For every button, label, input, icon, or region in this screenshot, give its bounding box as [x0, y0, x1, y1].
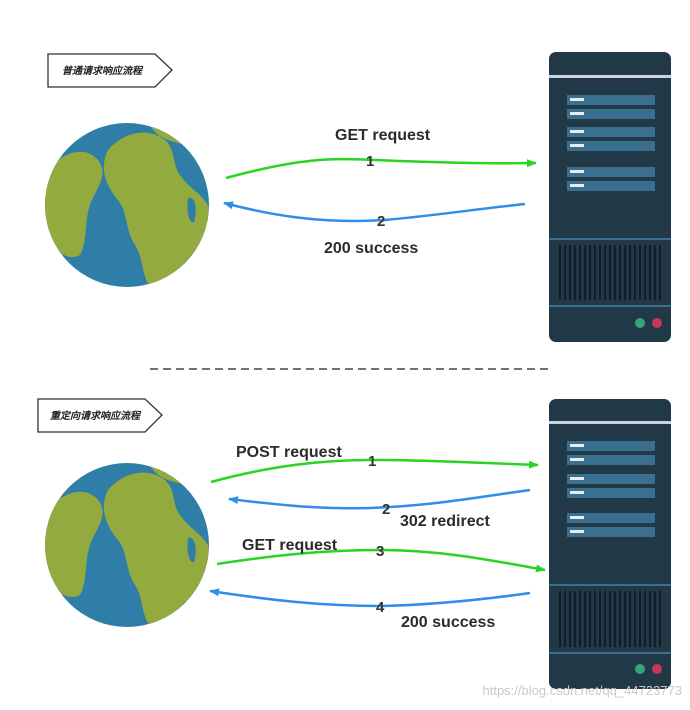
step-number: 1 [368, 453, 376, 470]
watermark: https://blog.csdn.net/qq_44723773 [482, 683, 683, 698]
step-number: 3 [376, 543, 384, 560]
section-redirect-flow: 重定向请求响应流程 [37, 398, 671, 689]
step-number: 2 [377, 213, 385, 230]
arrow-label: 200 success [324, 240, 418, 257]
arrow-label: GET request [335, 127, 431, 144]
arrow-get-request: GET request 1 [225, 127, 537, 180]
section-tag: 重定向请求响应流程 [37, 398, 163, 433]
step-number: 1 [366, 153, 374, 170]
arrow-label: GET request [242, 537, 338, 554]
arrow-302-redirect: 2 302 redirect [228, 488, 531, 530]
section-tag-label: 重定向请求响应流程 [50, 410, 142, 422]
step-number: 4 [376, 599, 385, 616]
arrow-200-success: 4 200 success [209, 588, 531, 631]
arrow-label: 200 success [401, 614, 495, 631]
arrow-label: 302 redirect [400, 513, 491, 530]
section-normal-flow: 普通请求响应流程 [45, 52, 671, 342]
arrow-200-success: 2 200 success [223, 201, 526, 257]
section-tag: 普通请求响应流程 [47, 53, 173, 88]
arrow-post-request: POST request 1 [210, 444, 539, 484]
arrow-label: POST request [236, 444, 342, 461]
globe-icon [45, 463, 209, 627]
arrow-get-request: GET request 3 [216, 537, 546, 573]
server-icon [549, 52, 671, 342]
section-tag-label: 普通请求响应流程 [62, 65, 144, 77]
step-number: 2 [382, 501, 390, 518]
server-icon [549, 399, 671, 689]
globe-icon [45, 123, 209, 287]
